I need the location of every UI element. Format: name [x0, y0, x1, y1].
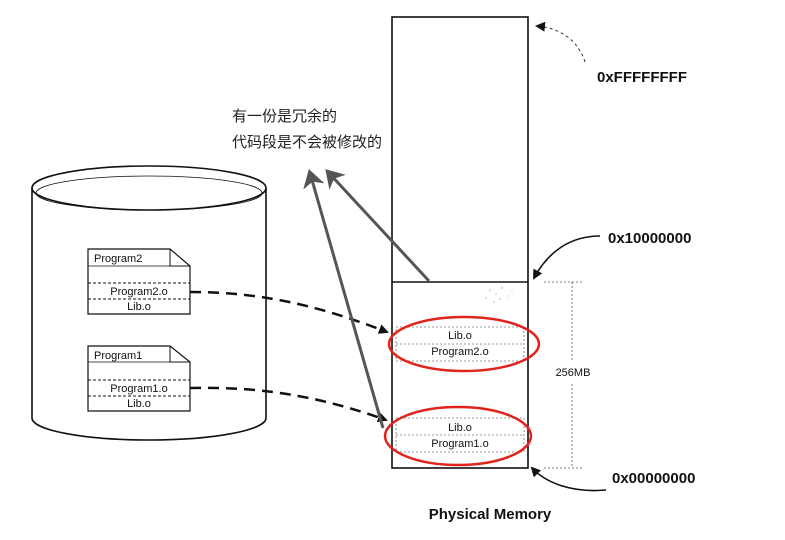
highlight-ellipse-upper — [387, 315, 541, 373]
memory-program2-object: Program2.o — [431, 346, 488, 358]
program1-file: Program1 Program1.o Lib.o — [87, 345, 191, 412]
program2-lib: Lib.o — [127, 301, 151, 313]
program1-object: Program1.o — [110, 383, 167, 395]
memory-program2-lib: Lib.o — [448, 330, 472, 342]
highlight-ellipse-lower — [383, 405, 533, 467]
annotation-line-1: 有一份是冗余的 — [232, 107, 337, 125]
memory-block-program2: Lib.o Program2.o — [395, 326, 525, 362]
memory-program1-object: Program1.o — [431, 438, 488, 450]
load-arrow-program1 — [189, 386, 388, 423]
program2-title: Program2 — [94, 253, 142, 265]
address-bottom: 0x00000000 — [612, 470, 695, 487]
pointer-middle-address — [533, 235, 601, 280]
pointer-top-address — [535, 21, 586, 63]
annotation-arrow-long — [303, 169, 385, 429]
program2-file: Program2 Program2.o Lib.o — [87, 248, 191, 315]
memory-program1-lib: Lib.o — [448, 422, 472, 434]
annotation-line-2: 代码段是不会被修改的 — [232, 133, 382, 151]
pointer-bottom-address — [530, 466, 607, 492]
address-middle: 0x10000000 — [608, 230, 691, 247]
size-label: 256MB — [556, 367, 591, 379]
program2-object: Program2.o — [110, 286, 167, 298]
physical-memory-column — [391, 16, 529, 469]
program1-lib: Lib.o — [127, 398, 151, 410]
memory-block-program1: Lib.o Program1.o — [395, 417, 525, 453]
load-arrow-program2 — [189, 290, 389, 334]
annotation-arrow-short — [325, 169, 431, 283]
size-dimension — [544, 281, 584, 469]
address-top: 0xFFFFFFFF — [597, 69, 687, 86]
program1-title: Program1 — [94, 350, 142, 362]
memory-caption: Physical Memory — [429, 506, 552, 523]
